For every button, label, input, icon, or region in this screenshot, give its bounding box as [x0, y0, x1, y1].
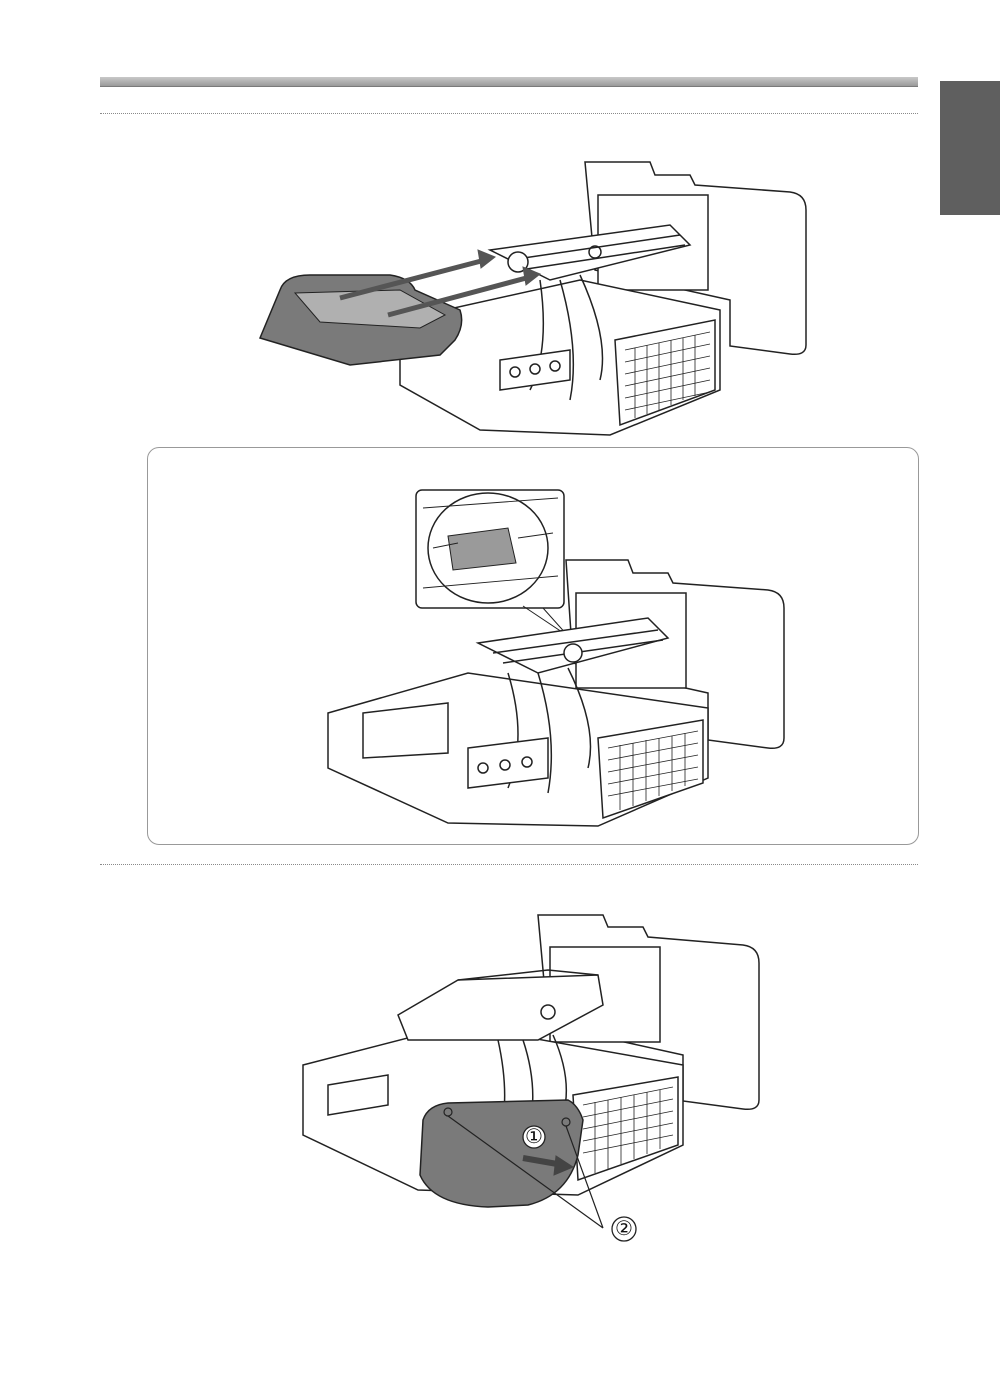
section-divider-bottom	[100, 864, 918, 865]
figure-cover-attach	[250, 150, 820, 440]
marker-2-label: ②	[615, 1216, 633, 1240]
chapter-side-tab	[940, 81, 1000, 215]
projector-illustration: ① ②	[298, 905, 778, 1250]
magnified-inset	[148, 448, 918, 844]
projector-illustration	[250, 150, 820, 440]
marker-1-label: ①	[525, 1124, 543, 1148]
section-divider-top	[100, 113, 918, 114]
detail-callout-box	[147, 447, 919, 845]
figure-cover-fitted: ① ②	[298, 905, 778, 1250]
header-bar	[100, 77, 918, 87]
